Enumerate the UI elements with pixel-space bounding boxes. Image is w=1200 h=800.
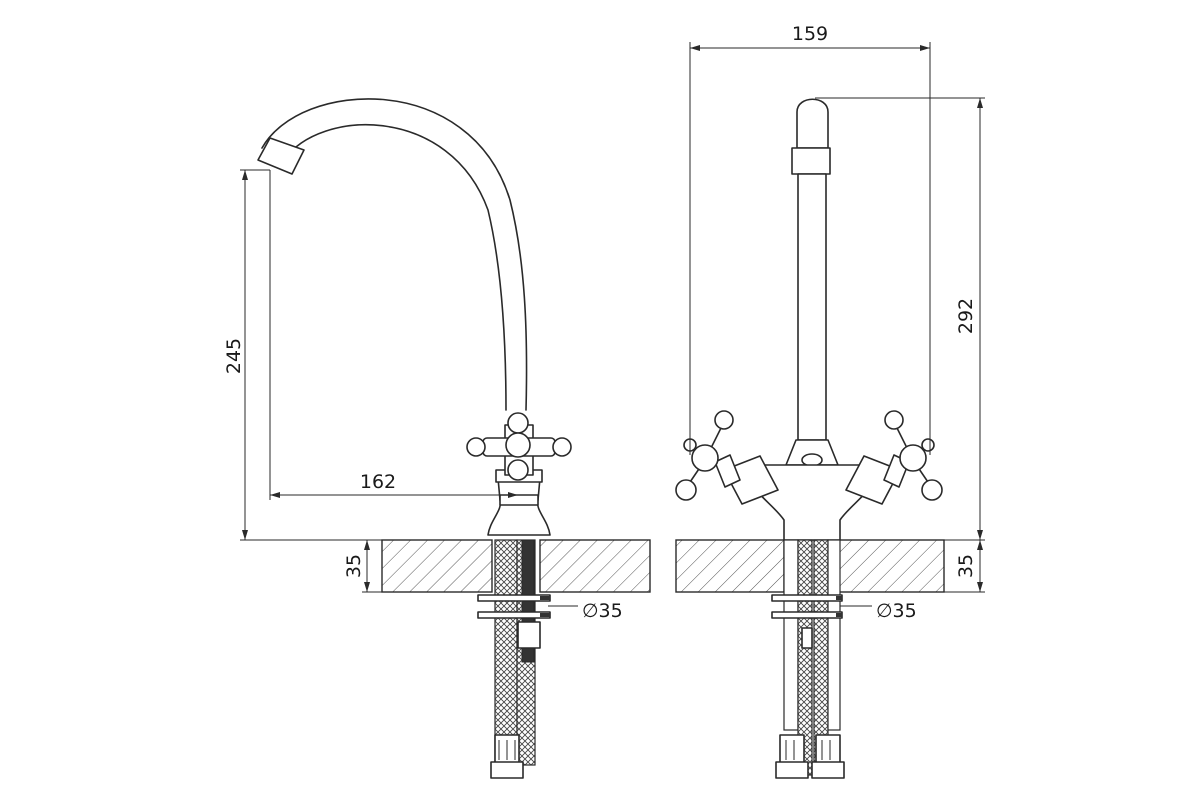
dimension-diameter-right: ∅35 <box>840 600 917 622</box>
countertop-right <box>675 539 945 593</box>
side-view: 245 162 35 ∅35 <box>223 98 651 779</box>
dimension-292: 292 <box>815 97 985 541</box>
countertop-left <box>381 539 651 593</box>
dimension-diameter-right-label: ∅35 <box>876 600 917 622</box>
dimension-159-label: 159 <box>792 23 828 45</box>
dimension-159: 159 <box>689 23 931 455</box>
dimension-diameter-left: ∅35 <box>548 600 623 622</box>
hoses-left <box>477 539 551 779</box>
dimension-162-label: 162 <box>360 471 396 493</box>
front-view: 159 292 35 ∅35 <box>675 23 985 779</box>
dimension-245-label: 245 <box>223 338 245 374</box>
dimension-35-right: 35 <box>944 540 985 593</box>
cross-handle-left <box>675 410 779 505</box>
dimension-35-left: 35 <box>343 540 382 593</box>
dimension-245: 245 <box>223 169 382 541</box>
faucet-body-left <box>466 412 572 536</box>
dimension-292-label: 292 <box>955 298 977 334</box>
dimension-35-right-label: 35 <box>955 554 977 578</box>
spout-front <box>785 98 839 467</box>
spout-left <box>257 98 528 411</box>
dimension-diameter-left-label: ∅35 <box>582 600 623 622</box>
cross-handle-right <box>845 410 943 505</box>
dimension-35-left-label: 35 <box>343 554 365 578</box>
hoses-front <box>771 539 845 779</box>
dimension-162: 162 <box>270 471 518 498</box>
